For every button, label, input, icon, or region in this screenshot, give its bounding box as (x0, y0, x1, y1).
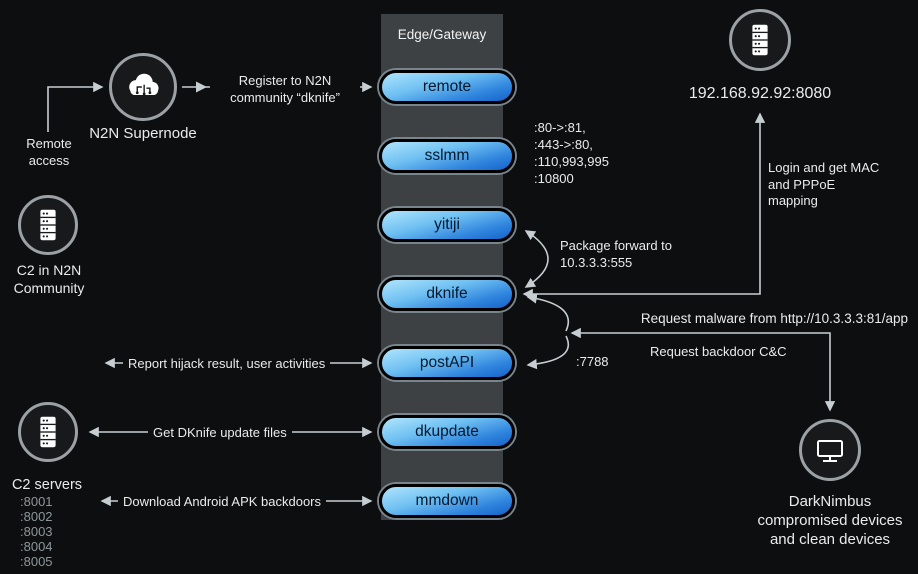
c2-port: :8004 (20, 539, 53, 554)
arrow-package-forward (524, 230, 549, 288)
register-label: Register to N2N community “dknife” (210, 72, 360, 108)
module-pill-dknife: dknife (379, 277, 515, 311)
arrowhead-register-mid (196, 81, 207, 93)
n2n-supernode-node (109, 53, 177, 121)
package-forward-label: Package forward to 10.3.3.3:555 (560, 238, 673, 270)
login-mapping-label: Login and get MAC and PPPoE mapping (768, 160, 880, 209)
request-backdoor-label: Request backdoor C&C (650, 344, 787, 359)
c2-port: :8001 (20, 494, 53, 509)
module-pill-yitiji: yitiji (379, 208, 515, 242)
module-pill-postapi: postAPI (379, 346, 515, 380)
server-icon (752, 24, 768, 56)
c2-servers-label: C2 servers (11, 477, 83, 493)
cloud-icon (129, 73, 159, 96)
sslmm-port: :10800 (534, 171, 574, 186)
remote-access-label: Remote access (26, 136, 72, 168)
update-label: Get DKnife update files (148, 424, 292, 443)
darknimbus-node (799, 419, 861, 481)
c2-servers-node (18, 402, 78, 462)
server-ip-label: 192.168.92.92:8080 (688, 85, 832, 102)
sslmm-port: :110,993,995 (534, 154, 609, 169)
sslmm-ports-list: :80->:81, :443->:80, :110,993,995 :10800 (534, 119, 609, 187)
sslmm-port: :80->:81, (534, 120, 586, 135)
arrow-junction-to-postapi (526, 335, 570, 370)
module-pill-sslmm: sslmm (379, 139, 515, 173)
c2-ports-list: :8001 :8002 :8003 :8004 :8005 (20, 494, 53, 569)
arrow-junction-to-dknife (526, 293, 570, 332)
server-icon (40, 416, 56, 448)
sslmm-port: :443->:80, (534, 137, 593, 152)
postapi-port-label: :7788 (576, 354, 609, 369)
monitor-icon (817, 440, 843, 462)
supernode-label: N2N Supernode (89, 125, 197, 142)
c2-port: :8003 (20, 524, 53, 539)
c2-n2n-label: C2 in N2N Community (13, 262, 85, 296)
edge-gateway-header: Edge/Gateway (397, 27, 487, 42)
module-pill-mmdown: mmdown (379, 484, 515, 518)
darknimbus-label: DarkNimbus compromised devices and clean… (757, 493, 903, 549)
download-label: Download Android APK backdoors (118, 493, 327, 512)
module-pill-dkupdate: dkupdate (379, 415, 515, 449)
server-icon (40, 209, 56, 241)
module-pill-remote: remote (379, 70, 515, 104)
c2-n2n-node (18, 195, 78, 255)
report-label: Report hijack result, user activities (123, 355, 331, 374)
request-malware-label: Request malware from http://10.3.3.3:81/… (640, 311, 908, 326)
remote-server-node (729, 9, 791, 71)
c2-port: :8005 (20, 554, 53, 569)
c2-port: :8002 (20, 509, 53, 524)
